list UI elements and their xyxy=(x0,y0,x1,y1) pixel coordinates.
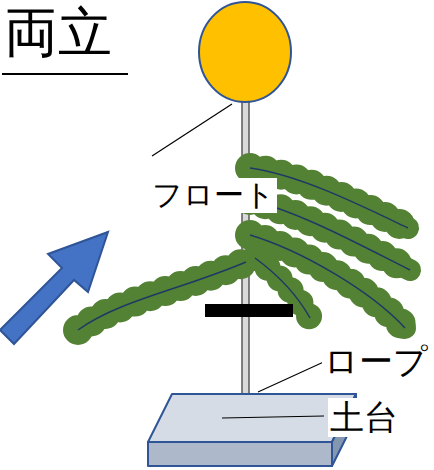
part-label: ロープ xyxy=(322,342,430,381)
part-label: フロート xyxy=(150,178,277,213)
leader-line xyxy=(152,104,328,418)
part-label: 土台 xyxy=(328,398,400,437)
title-underline xyxy=(2,73,128,75)
stopper-bar xyxy=(205,304,293,317)
seaweed xyxy=(78,168,410,330)
title-text: 両立 xyxy=(2,2,114,64)
float xyxy=(199,2,291,102)
base-block xyxy=(148,394,356,466)
